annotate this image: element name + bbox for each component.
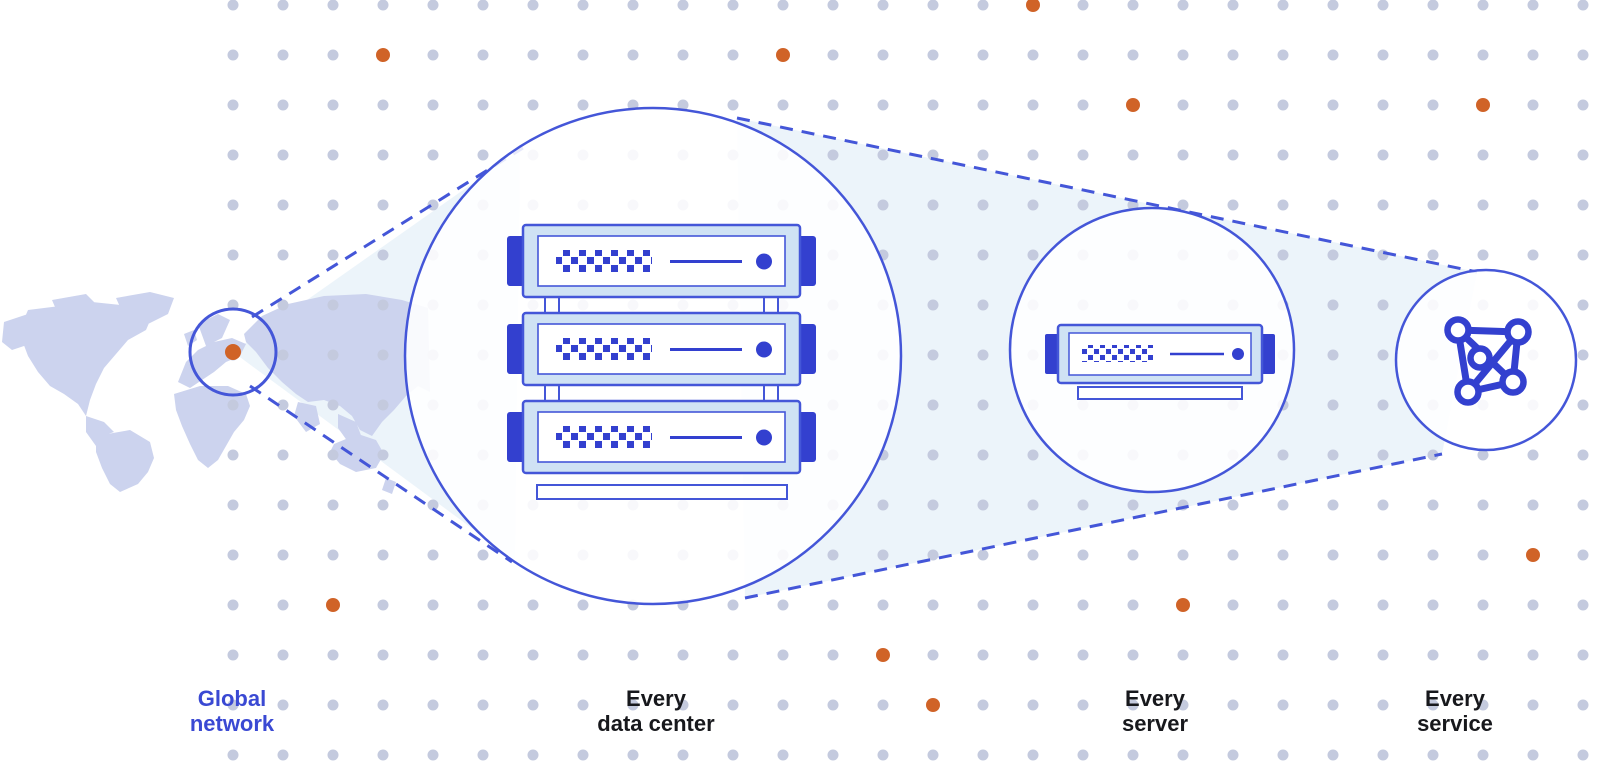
zoom-guide-lines xyxy=(249,116,1478,600)
stage-label-every-service: Every service xyxy=(1417,686,1493,736)
guide-line-right-lower xyxy=(744,452,1443,600)
stage-label-line: Every xyxy=(626,686,686,711)
stage-label-line: network xyxy=(189,711,275,736)
rack-unit-icon xyxy=(505,311,818,387)
map-focus-circle xyxy=(188,307,278,397)
stage-label-line: server xyxy=(1121,711,1189,736)
server-icon xyxy=(1045,323,1275,400)
guide-line-left-lower xyxy=(249,384,513,564)
accent-dots xyxy=(326,0,1540,712)
data-center-servers-icon xyxy=(505,223,818,500)
service-mesh-icon xyxy=(1444,316,1532,406)
stage-label-every-data-center: Every data center xyxy=(597,686,714,736)
stage-label-global-network: Global network xyxy=(190,686,274,736)
stage-label-line: Every xyxy=(1425,686,1485,711)
rack-unit-icon xyxy=(505,399,818,475)
stage-label-line: Global xyxy=(197,686,267,711)
guide-line-left-upper xyxy=(251,146,524,319)
stage-label-line: data center xyxy=(597,711,715,736)
guide-line-right-upper xyxy=(736,116,1478,274)
map-marker-dot xyxy=(225,344,241,360)
stage-label-line: Every xyxy=(1125,686,1185,711)
rack-unit-icon xyxy=(505,223,818,299)
stage-label-every-server: Every server xyxy=(1122,686,1188,736)
stage-label-line: service xyxy=(1417,711,1493,736)
